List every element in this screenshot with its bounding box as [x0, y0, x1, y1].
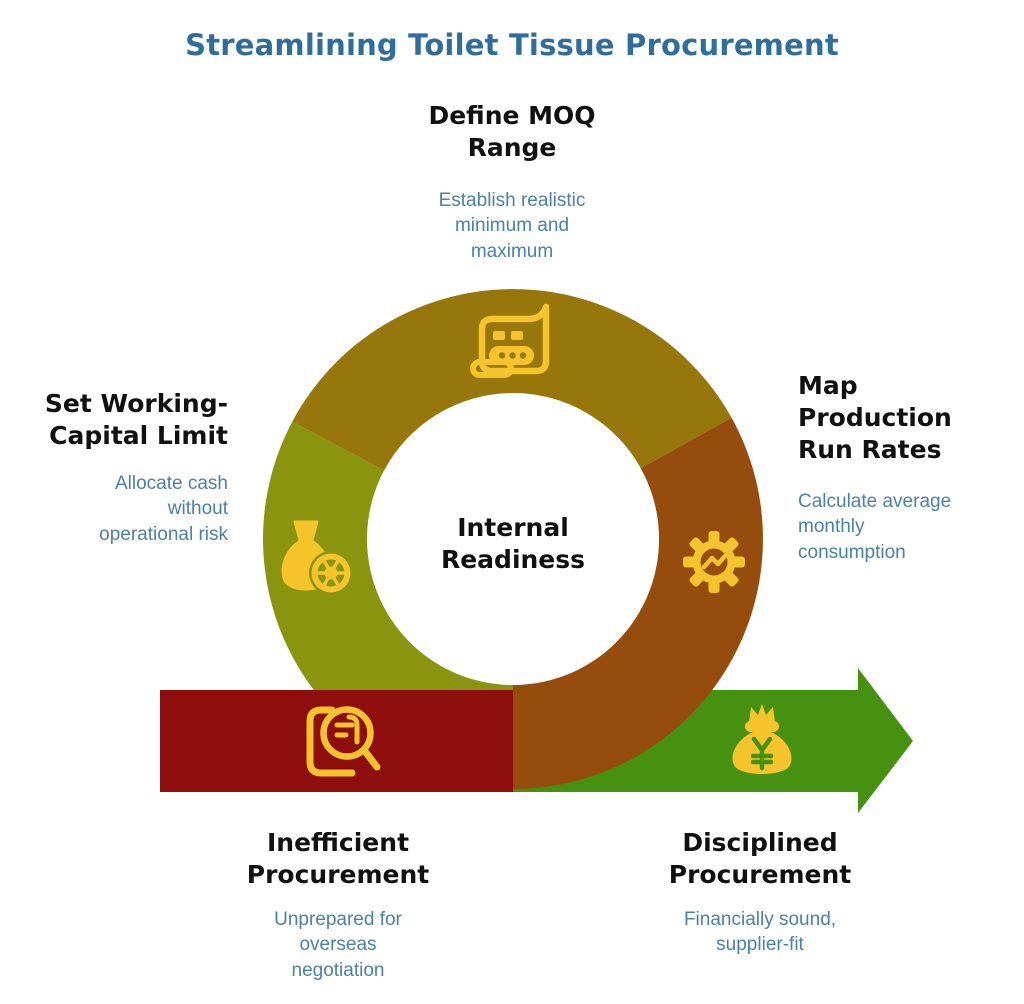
money-bag-coin-icon — [281, 520, 353, 595]
step-inefficient-sub: Unprepared for overseas negotiation — [274, 909, 402, 981]
step-define-moq-heading: Define MOQ Range — [428, 101, 596, 162]
ring-segment-right — [513, 417, 763, 789]
money-bag-yen-icon — [732, 704, 792, 774]
step-inefficient-heading: Inefficient Procurement — [246, 828, 430, 889]
step-working-capital-sub: Allocate cash without operational risk — [99, 473, 228, 545]
step-working-capital-heading: Set Working- Capital Limit — [44, 389, 228, 450]
step-run-rates-sub: Calculate average monthly consumption — [798, 491, 952, 563]
ring-segment-top — [292, 289, 732, 471]
step-define-moq-sub: Establish realistic minimum and maximum — [438, 190, 586, 262]
search-document-icon — [306, 706, 381, 777]
step-disciplined-heading: Disciplined Procurement — [668, 828, 852, 889]
red-band — [160, 690, 513, 792]
center-label: Internal Readiness — [440, 513, 586, 574]
arrowhead — [858, 668, 913, 813]
step-disciplined-sub: Financially sound, supplier-fit — [683, 909, 837, 956]
step-run-rates-heading: Map Production Run Rates — [798, 371, 952, 464]
checklist-scroll-icon — [470, 303, 550, 378]
gear-trend-icon — [683, 531, 745, 593]
page-title: Streamlining Toilet Tissue Procurement — [185, 28, 839, 62]
